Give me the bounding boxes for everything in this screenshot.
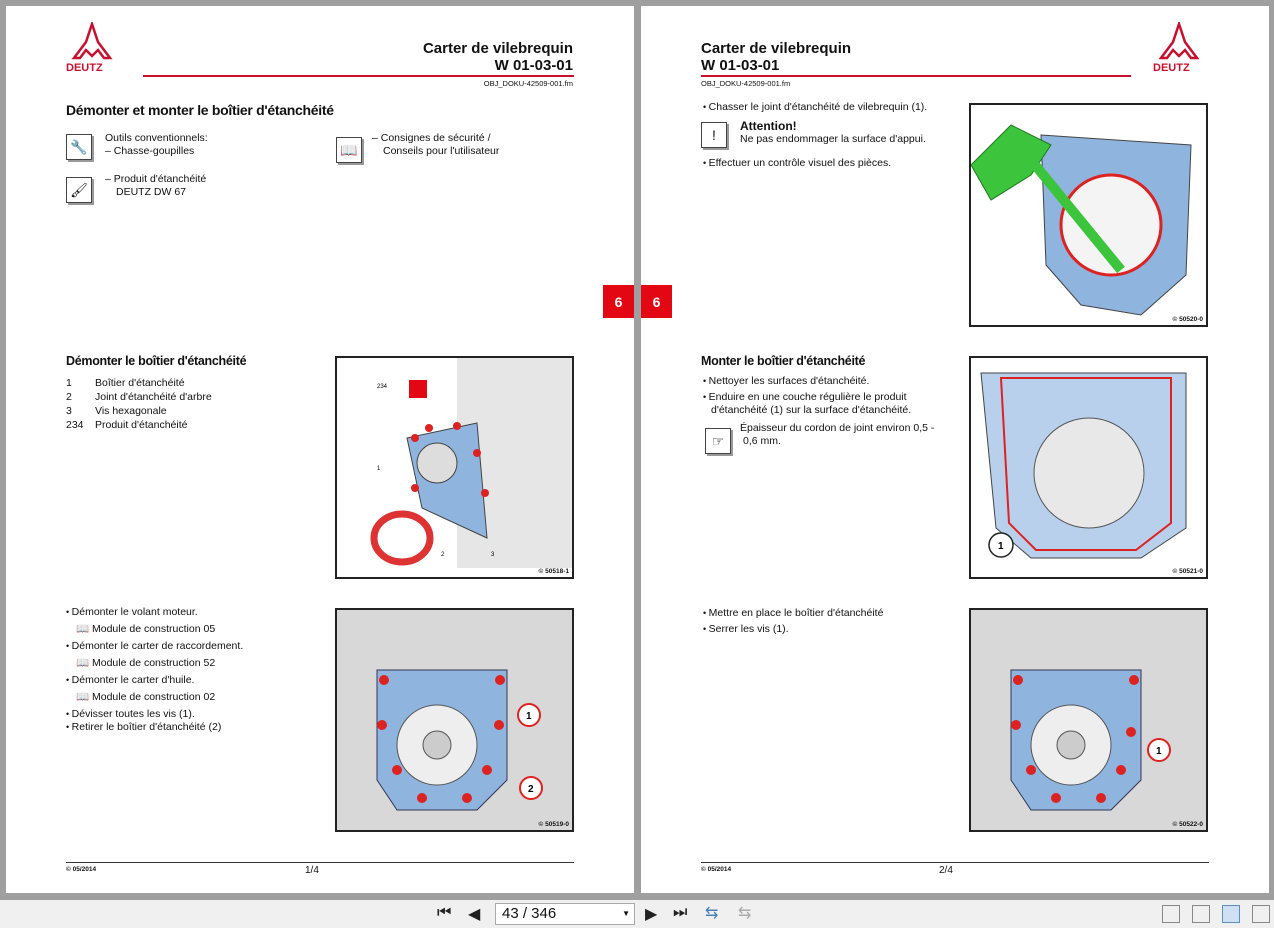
svg-text:1: 1 [998,541,1004,552]
continuous-view-icon[interactable] [1192,905,1210,923]
svg-text:1: 1 [1156,746,1162,757]
book-icon: 📖 [336,137,362,163]
doc-code: W 01-03-01 [701,57,780,74]
fig-label: 234 [377,384,388,390]
footer-page: 2/4 [939,865,953,876]
next-view-icon[interactable]: ⇆ [738,905,752,922]
step: Effectuer un contrôle visuel des pièces. [703,157,891,170]
file-name: OBJ_DOKU-42509-001.fm [701,79,791,88]
figure-id: © 50520-0 [1172,316,1203,323]
figure-id: © 50521-0 [1172,568,1203,575]
page-heading: Démonter et monter le boîtier d'étanchéi… [66,102,334,118]
figure-id: © 50519-0 [538,821,569,828]
fig-label: 1 [377,466,381,472]
deutz-logo: DEUTZ [1153,22,1200,74]
previous-page-icon[interactable]: ◀ [468,906,481,923]
final-steps: Mettre en place le boîtier d'étanchéité … [703,607,884,636]
fig-label: 3 [491,552,495,558]
single-page-view-icon[interactable] [1162,905,1180,923]
note-text: Épaisseur du cordon de joint environ 0,5… [740,422,935,447]
figure-seal-housing-exploded: 234 1 2 3 © 50518-1 [335,356,574,579]
figure-engine-block-removal: 1 2 © 50519-0 [335,608,574,832]
left-page: DEUTZ Carter de vilebrequin W 01-03-01 O… [6,6,634,893]
bottom-toolbar [0,900,1274,928]
attention-icon: ! [701,122,727,148]
chevron-down-icon: ▼ [622,909,630,918]
safety-text: – Consignes de sécurité /Conseils pour l… [372,132,500,157]
file-name: OBJ_DOKU-42509-001.fm [483,79,573,88]
doc-title: Carter de vilebrequin [701,40,852,57]
right-page: Carter de vilebrequin W 01-03-01 OBJ_DOK… [641,6,1269,893]
footer-rule [66,862,574,863]
svg-text:2: 2 [528,784,534,795]
figure-sealant-application: 1 © 50521-0 [969,356,1208,579]
continuous-facing-view-icon[interactable] [1252,905,1270,923]
header-rule [143,75,574,77]
svg-text:DEUTZ: DEUTZ [66,62,103,74]
removal-steps: Démonter le volant moteur. 📖 Module de c… [66,606,244,734]
figure-id: © 50518-1 [538,568,569,575]
doc-title: Carter de vilebrequin [422,40,573,57]
svg-text:1: 1 [526,711,532,722]
svg-text:DEUTZ: DEUTZ [1153,62,1190,74]
chapter-tab[interactable]: 6 [641,285,672,318]
header-rule [701,75,1131,77]
doc-code: W 01-03-01 [494,57,573,74]
sealant-icon: 🖌 [66,177,92,203]
hand-pointer-icon: ☞ [705,428,731,454]
deutz-logo: DEUTZ [66,22,113,74]
install-steps: Nettoyer les surfaces d'étanchéité. Endu… [703,375,911,417]
figure-engine-block-install: 1 © 50522-0 [969,608,1208,832]
wrench-icon: 🔧 [66,134,92,160]
section-heading: Démonter le boîtier d'étanchéité [66,354,247,368]
previous-view-icon[interactable]: ⇆ [705,905,719,922]
facing-view-icon[interactable] [1222,905,1240,923]
attention-text: Ne pas endommager la surface d'appui. [740,133,926,145]
footer-rule [701,862,1209,863]
figure-punching-seal: © 50520-0 [969,103,1208,327]
step: Chasser le joint d'étanchéité de vilebre… [703,101,927,114]
last-page-icon[interactable]: ⏭ [673,904,688,921]
figure-id: © 50522-0 [1172,821,1203,828]
page-number-select[interactable]: 43 / 346▼ [495,903,635,925]
next-page-icon[interactable]: ▶ [645,906,658,923]
footer-date: © 05/2014 [701,866,732,873]
book-ref-icon: 📖 [76,623,90,635]
book-ref-icon: 📖 [76,657,90,669]
fig-label: 2 [441,552,445,558]
book-ref-icon: 📖 [76,691,90,703]
first-page-icon[interactable]: ⏮ [437,904,452,921]
footer-date: © 05/2014 [66,866,97,873]
attention-title: Attention! [740,119,797,133]
chapter-tab[interactable]: 6 [603,285,634,318]
tools-text: Outils conventionnels:– Chasse-goupilles [105,132,208,157]
footer-page: 1/4 [305,865,319,876]
section-heading: Monter le boîtier d'étanchéité [701,354,866,368]
